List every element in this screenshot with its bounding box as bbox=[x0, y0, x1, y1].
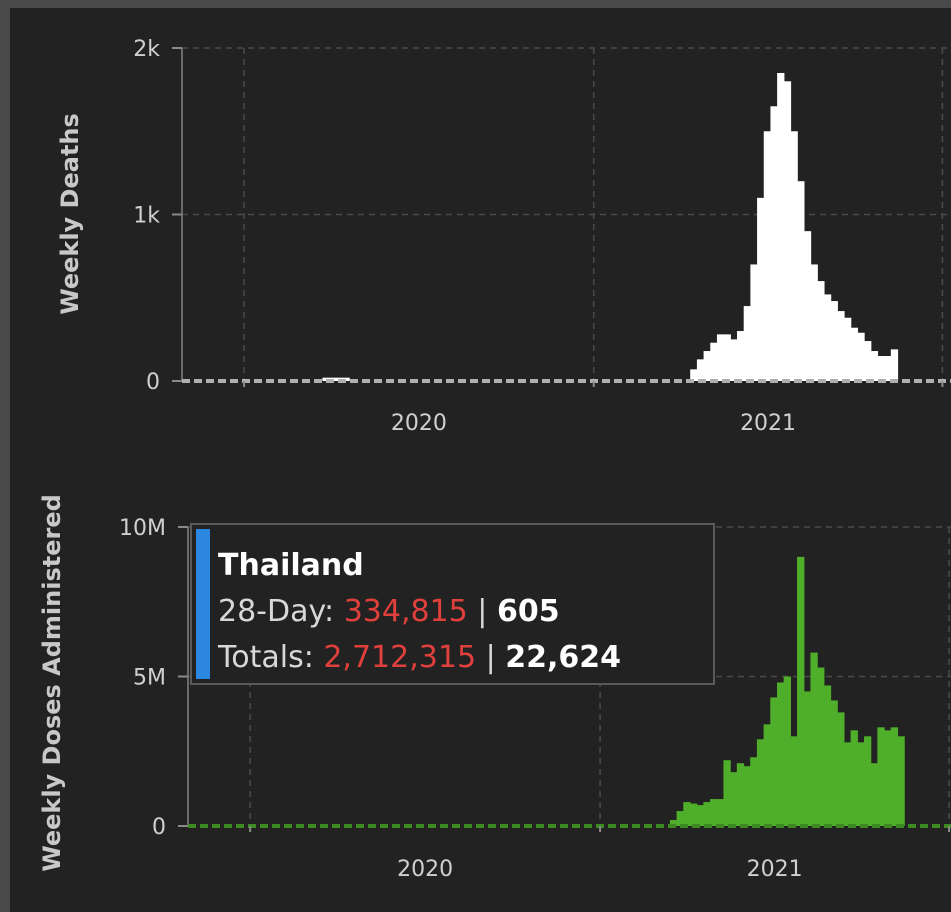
y-tick-label: 5M bbox=[133, 666, 166, 691]
bar bbox=[696, 359, 705, 381]
bar bbox=[843, 742, 852, 826]
bar bbox=[884, 730, 892, 826]
x-tick-label: 2021 bbox=[740, 411, 796, 436]
x-tick-label: 2020 bbox=[391, 411, 447, 436]
bar bbox=[830, 700, 838, 826]
bar bbox=[750, 264, 758, 381]
charts-svg: 0 1k 2k 2020 2021 Weekly Deaths 0 5M 10M 2020 2021… bbox=[38, 37, 951, 882]
y-tick-label: 10M bbox=[119, 516, 166, 541]
bar bbox=[797, 181, 805, 381]
bar bbox=[730, 772, 738, 826]
bar bbox=[830, 301, 838, 381]
bar bbox=[763, 131, 772, 381]
y-tick-label: 0 bbox=[152, 815, 166, 840]
bar bbox=[690, 369, 698, 381]
tooltip-accent-bar bbox=[196, 529, 210, 679]
bar bbox=[783, 81, 792, 382]
bar bbox=[870, 351, 879, 381]
chart-weekly-deaths: 0 1k 2k 2020 2021 Weekly Deaths bbox=[56, 37, 951, 436]
bar bbox=[777, 72, 785, 381]
y-axis-title: Weekly Deaths bbox=[56, 113, 84, 315]
bar bbox=[863, 736, 872, 826]
tooltip-28day-deaths: 605 bbox=[496, 594, 560, 629]
bar bbox=[810, 652, 818, 826]
bar bbox=[877, 356, 885, 381]
tooltip: Thailand 28-Day: 334,815 | 605 Totals: 2… bbox=[190, 523, 715, 685]
y-tick-label: 1k bbox=[133, 204, 160, 229]
bar bbox=[850, 730, 858, 826]
bar bbox=[743, 766, 751, 826]
bar bbox=[342, 377, 350, 381]
bar bbox=[703, 802, 711, 826]
bar bbox=[797, 556, 805, 826]
bar bbox=[810, 264, 818, 381]
x-tick-label: 2020 bbox=[397, 857, 453, 882]
bar bbox=[703, 351, 711, 381]
x-tick-label: 2021 bbox=[747, 857, 803, 882]
bar bbox=[683, 802, 691, 826]
bar bbox=[716, 799, 725, 826]
tooltip-line-totals: Totals: 2,712,315 | 22,624 bbox=[218, 635, 621, 681]
bar bbox=[890, 727, 899, 826]
bar bbox=[897, 736, 905, 826]
bar bbox=[730, 339, 738, 381]
tooltip-28day-cases: 334,815 bbox=[343, 594, 468, 629]
bar bbox=[770, 106, 778, 382]
chart-panel: 0 1k 2k 2020 2021 Weekly Deaths 0 5M 10M 2020 2021… bbox=[10, 8, 951, 912]
bar bbox=[790, 131, 798, 381]
bar bbox=[723, 760, 731, 826]
tooltip-28day-sep: | bbox=[467, 594, 497, 629]
tooltip-totals-deaths: 22,624 bbox=[505, 640, 621, 675]
bar bbox=[696, 805, 704, 826]
bar bbox=[770, 697, 778, 826]
bar bbox=[756, 739, 765, 826]
bar bbox=[750, 757, 758, 826]
y-axis-title: Weekly Doses Administered bbox=[38, 494, 66, 872]
bar bbox=[803, 691, 812, 826]
bar bbox=[837, 712, 845, 826]
bar bbox=[850, 327, 858, 381]
bar bbox=[823, 685, 832, 826]
y-tick-label: 2k bbox=[133, 37, 160, 62]
bar bbox=[857, 742, 865, 826]
bar bbox=[803, 231, 812, 381]
bar bbox=[870, 763, 878, 826]
bar bbox=[710, 799, 718, 826]
tooltip-line-28day: 28-Day: 334,815 | 605 bbox=[218, 589, 621, 635]
bar bbox=[689, 803, 698, 826]
bar bbox=[710, 342, 718, 381]
bar bbox=[790, 736, 798, 826]
bar bbox=[817, 281, 825, 381]
bar bbox=[877, 727, 885, 826]
bar bbox=[716, 334, 725, 381]
bar bbox=[783, 676, 791, 826]
y-tick-label: 0 bbox=[146, 370, 160, 395]
tooltip-totals-label: Totals: bbox=[218, 640, 324, 675]
bar bbox=[743, 306, 751, 381]
bar bbox=[823, 294, 832, 381]
tooltip-body: Thailand 28-Day: 334,815 | 605 Totals: 2… bbox=[218, 543, 621, 681]
bar bbox=[817, 667, 825, 826]
tooltip-28day-label: 28-Day: bbox=[218, 594, 344, 629]
tooltip-totals-cases: 2,712,315 bbox=[323, 640, 477, 675]
bar bbox=[884, 356, 892, 381]
bar bbox=[737, 331, 745, 381]
bar bbox=[669, 820, 678, 826]
bar bbox=[844, 317, 852, 381]
bar bbox=[757, 197, 765, 381]
bar bbox=[857, 332, 865, 381]
bar bbox=[736, 763, 745, 826]
bar bbox=[763, 724, 771, 826]
bar bbox=[890, 349, 899, 381]
bar bbox=[676, 811, 684, 826]
bar bbox=[723, 334, 731, 381]
bar bbox=[837, 311, 845, 381]
tooltip-totals-sep: | bbox=[476, 640, 506, 675]
bar bbox=[776, 682, 785, 826]
bar bbox=[864, 341, 872, 381]
tooltip-title: Thailand bbox=[218, 548, 364, 583]
